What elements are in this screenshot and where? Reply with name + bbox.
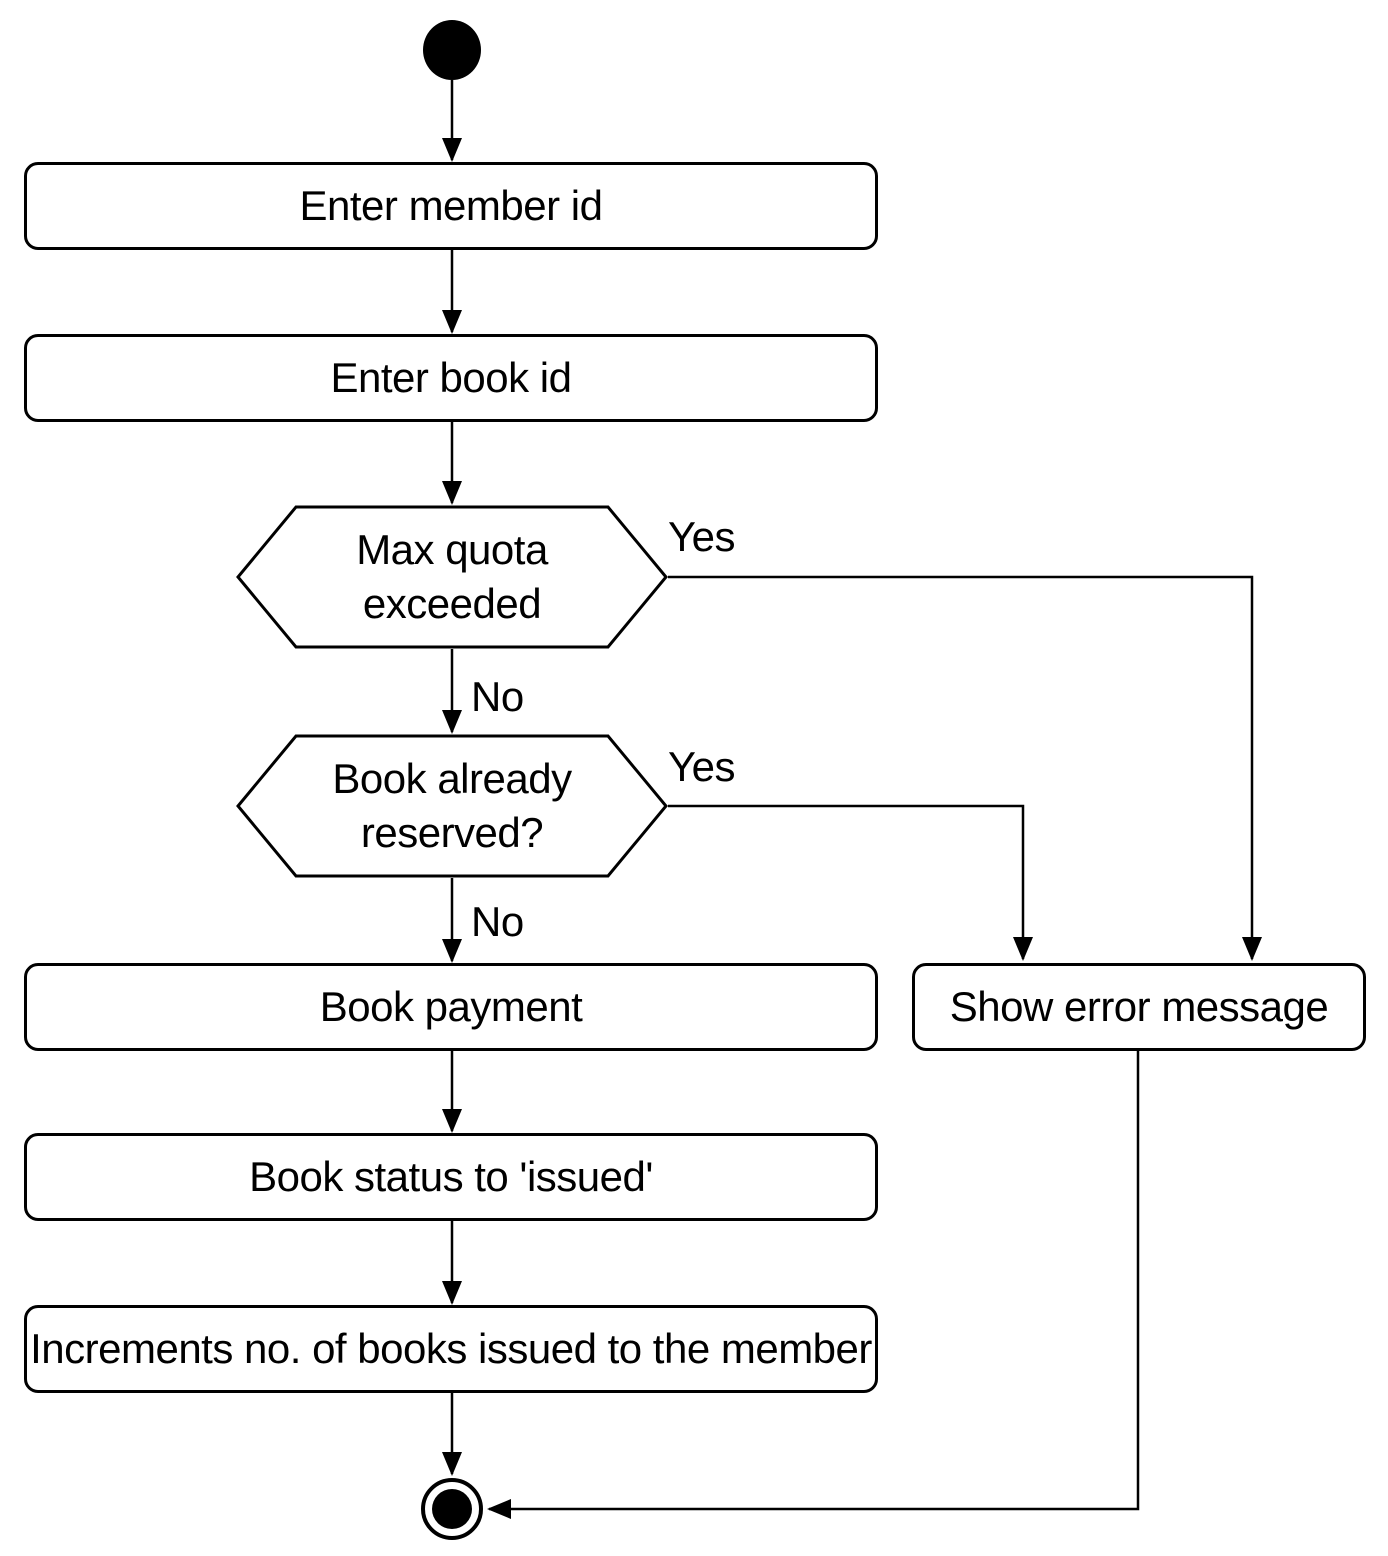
decision-book-reserved-shape bbox=[236, 734, 668, 878]
end-node-dot bbox=[432, 1489, 472, 1529]
edge-label-book-reserved-no: No bbox=[471, 898, 524, 945]
edge-label-book-reserved-yes: Yes bbox=[668, 743, 736, 790]
edge-max-quota-yes-to-show-error bbox=[668, 575, 1262, 961]
edge-show-error-to-end bbox=[487, 1051, 1140, 1519]
start-node bbox=[423, 20, 481, 80]
activity-show-error-message: Show error message bbox=[912, 963, 1366, 1051]
activity-enter-book-id: Enter book id bbox=[24, 334, 878, 422]
activity-book-status-issued: Book status to 'issued' bbox=[24, 1133, 878, 1221]
activity-enter-member-id-label: Enter member id bbox=[299, 181, 603, 229]
decision-book-reserved-label: Book already reserved? bbox=[236, 734, 668, 878]
decision-max-quota: Max quota exceeded bbox=[236, 505, 668, 649]
activity-book-payment: Book payment bbox=[24, 963, 878, 1051]
activity-increment-books-issued: Increments no. of books issued to the me… bbox=[24, 1305, 878, 1393]
edge-book-reserved-yes-to-show-error bbox=[668, 804, 1033, 961]
activity-show-error-message-label: Show error message bbox=[949, 982, 1329, 1030]
edge-label-max-quota-yes: Yes bbox=[668, 513, 736, 560]
activity-book-status-issued-label: Book status to 'issued' bbox=[249, 1152, 653, 1200]
end-node bbox=[421, 1478, 483, 1540]
edge-label-max-quota-no: No bbox=[471, 673, 524, 720]
activity-enter-book-id-label: Enter book id bbox=[330, 353, 573, 401]
decision-book-reserved: Book already reserved? bbox=[236, 734, 668, 878]
activity-enter-member-id: Enter member id bbox=[24, 162, 878, 250]
decision-max-quota-text: Max quota exceeded bbox=[356, 526, 548, 627]
decision-max-quota-label: Max quota exceeded bbox=[236, 505, 668, 649]
decision-book-reserved-text: Book already reserved? bbox=[332, 755, 572, 856]
activity-increment-books-issued-label: Increments no. of books issued to the me… bbox=[30, 1324, 872, 1372]
activity-book-payment-label: Book payment bbox=[319, 982, 583, 1030]
decision-max-quota-shape bbox=[236, 505, 668, 649]
